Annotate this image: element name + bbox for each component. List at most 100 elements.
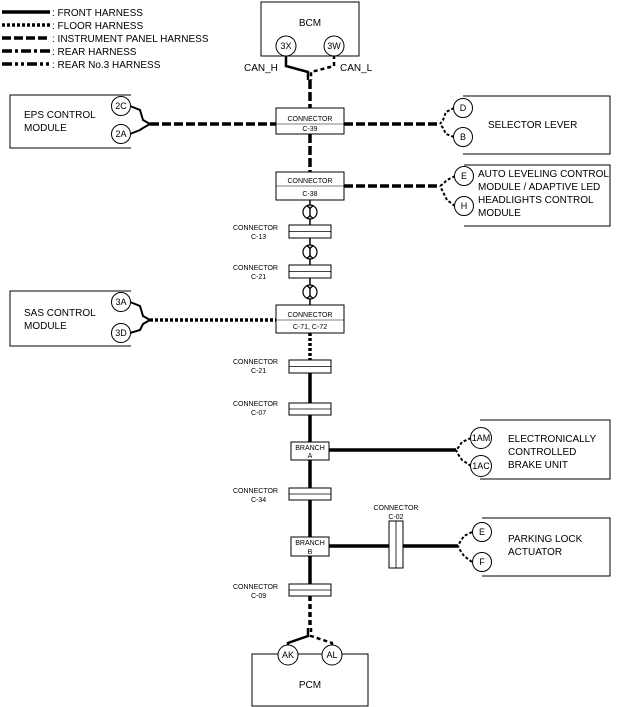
eps-box <box>9 94 131 149</box>
eps-label-line-1: EPS CONTROL <box>24 110 96 121</box>
connector-c21-lower: CONNECTOR C-21 <box>233 359 332 375</box>
brake-unit-module: ELECTRONICALLY CONTROLLED BRAKE UNIT 1AM… <box>470 419 611 480</box>
parking-pin-e-label: E <box>479 527 485 537</box>
twisted-pair-icon <box>302 204 318 220</box>
bcm-module: BCM 3X 3W CAN_H CAN_L <box>244 1 373 74</box>
auto-leveling-label-line-4: MODULE <box>478 208 521 219</box>
connector-c13-label-1: CONNECTOR <box>233 225 278 232</box>
connector-c34-label-2: C-34 <box>251 497 266 504</box>
pcm-pin-ak-label: AK <box>282 650 294 660</box>
connector-c21-lower-label-1: CONNECTOR <box>233 359 278 366</box>
connector-c13-label-2: C-13 <box>251 234 266 241</box>
legend-label-floor: : FLOOR HARNESS <box>52 21 143 32</box>
connector-c09-label-2: C-09 <box>251 593 266 600</box>
branch-b-label-2: B <box>308 549 313 556</box>
selector-label: SELECTOR LEVER <box>488 120 577 131</box>
sas-pin-3a <box>111 292 131 312</box>
auto-leveling-box <box>464 164 611 227</box>
eps-pin-2a <box>111 124 131 144</box>
brake-label-line-2: CONTROLLED <box>508 447 576 458</box>
wire-selector-pins <box>439 107 455 138</box>
connector-c38-label-1: CONNECTOR <box>288 178 333 185</box>
connector-c71-c72: CONNECTOR C-71, C-72 <box>275 304 345 334</box>
branch-a-box <box>290 441 330 461</box>
eps-pin-2a-label: 2A <box>115 129 126 139</box>
sas-box <box>9 290 131 347</box>
connector-c34: CONNECTOR C-34 <box>233 487 332 504</box>
wire-parking-pins <box>457 531 473 563</box>
parking-lock-actuator-module: PARKING LOCK ACTUATOR E F <box>472 517 611 577</box>
wire-bcm-can-h <box>284 55 310 80</box>
wire-eps-pins <box>129 105 151 135</box>
connector-c07-label-2: C-07 <box>251 410 266 417</box>
pcm-pin-al-label: AL <box>326 650 337 660</box>
twisted-pair-icon <box>302 244 318 260</box>
selector-pin-d-label: D <box>460 103 467 113</box>
branch-a-label-2: A <box>308 453 313 460</box>
bcm-label: BCM <box>299 18 321 29</box>
connector-c09-label-1: CONNECTOR <box>233 584 278 591</box>
eps-pin-2c-label: 2C <box>115 101 127 111</box>
brake-label-line-3: BRAKE UNIT <box>508 460 568 471</box>
bcm-pin-3x <box>275 35 297 57</box>
auto-leveling-label-line-1: AUTO LEVELING CONTROL <box>478 169 609 180</box>
auto-leveling-pin-e <box>454 166 474 186</box>
branch-b: BRANCH B <box>290 536 330 557</box>
connector-c21-upper-label-2: C-21 <box>251 274 266 281</box>
connector-c71-box <box>275 304 345 334</box>
parking-label-line-1: PARKING LOCK <box>508 534 583 545</box>
connector-c21-upper: CONNECTOR C-21 <box>233 264 332 281</box>
parking-box <box>482 517 611 577</box>
bcm-pin-3w-label: 3W <box>327 41 341 51</box>
connector-c13: CONNECTOR C-13 <box>233 224 332 241</box>
brake-pin-1am-label: 1AM <box>472 433 491 443</box>
connector-c71-label-2: C-71, C-72 <box>293 324 327 331</box>
connector-c71-label-1: CONNECTOR <box>288 312 333 319</box>
twisted-pair-icon <box>302 284 318 300</box>
selector-box <box>463 95 611 155</box>
eps-label-line-2: MODULE <box>24 123 67 134</box>
legend: : FRONT HARNESS : FLOOR HARNESS : INSTRU… <box>2 8 209 71</box>
wire-pcm-can-l <box>309 628 334 648</box>
can-h-label: CAN_H <box>244 63 278 74</box>
connector-c21-upper-label-1: CONNECTOR <box>233 265 278 272</box>
sas-label-line-1: SAS CONTROL <box>24 308 96 319</box>
brake-pin-1ac <box>470 455 492 477</box>
selector-pin-b <box>453 127 473 147</box>
connector-c39-label-1: CONNECTOR <box>288 116 333 123</box>
pcm-label: PCM <box>299 680 321 691</box>
legend-label-instrument: : INSTRUMENT PANEL HARNESS <box>52 34 209 45</box>
parking-pin-e <box>472 522 492 542</box>
parking-label-line-2: ACTUATOR <box>508 547 562 558</box>
brake-box <box>480 419 611 480</box>
connector-c02-label-1: CONNECTOR <box>374 505 419 512</box>
pcm-pin-al <box>321 644 343 666</box>
parking-pin-f <box>472 552 492 572</box>
auto-leveling-label-line-3: HEADLIGHTS CONTROL <box>478 195 594 206</box>
wire-auto-leveling-pins <box>439 175 456 207</box>
auto-leveling-label-line-2: MODULE / ADAPTIVE LED <box>478 182 600 193</box>
selector-pin-d <box>453 98 473 118</box>
brake-pin-1am <box>470 427 492 449</box>
sas-pin-3d-label: 3D <box>115 328 127 338</box>
connector-c34-label-1: CONNECTOR <box>233 488 278 495</box>
sas-label-line-2: MODULE <box>24 321 67 332</box>
selector-lever-module: SELECTOR LEVER D B <box>453 95 611 155</box>
sas-control-module: SAS CONTROL MODULE 3A 3D <box>9 290 131 347</box>
eps-control-module: EPS CONTROL MODULE 2C 2A <box>9 94 131 149</box>
connector-c09: CONNECTOR C-09 <box>233 583 332 600</box>
wires <box>129 55 473 648</box>
sas-pin-3a-label: 3A <box>115 297 126 307</box>
wire-bcm-can-l <box>309 55 336 80</box>
auto-leveling-pin-h <box>454 196 474 216</box>
wire-brake-pins <box>455 437 472 467</box>
branch-b-label-1: BRANCH <box>295 540 325 547</box>
branch-b-box <box>290 536 330 557</box>
legend-label-rear3: : REAR No.3 HARNESS <box>52 60 161 71</box>
brake-label-line-1: ELECTRONICALLY <box>508 434 597 445</box>
connector-c39-label-2: C-39 <box>302 126 317 133</box>
brake-pin-1ac-label: 1AC <box>472 461 490 471</box>
connector-c38: CONNECTOR C-38 <box>275 171 345 201</box>
eps-pin-2c <box>111 96 131 116</box>
connector-c07-label-1: CONNECTOR <box>233 401 278 408</box>
